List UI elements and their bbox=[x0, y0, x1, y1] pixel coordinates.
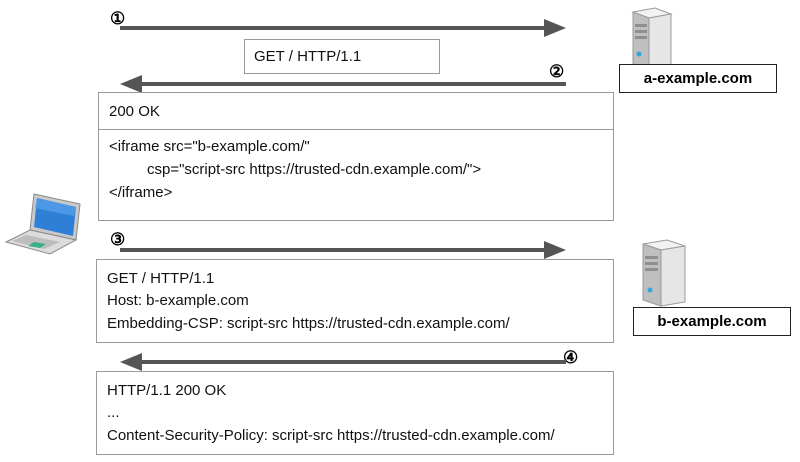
request-2-line-2: Host: b-example.com bbox=[107, 292, 249, 309]
server-icon bbox=[642, 239, 686, 307]
response-1-line-2: csp="script-src https://trusted-cdn.exam… bbox=[147, 161, 482, 178]
step-3-number: ③ bbox=[110, 230, 126, 249]
server-a-label: a-example.com bbox=[619, 64, 777, 93]
step-4-number: ④ bbox=[563, 348, 579, 367]
server-b-label: b-example.com bbox=[633, 307, 791, 336]
request-2-box: GET / HTTP/1.1 Host: b-example.com Embed… bbox=[96, 259, 614, 343]
response-1-box: 200 OK <iframe src="b-example.com/" csp=… bbox=[98, 92, 614, 221]
response-2-line-3: Content-Security-Policy: script-src http… bbox=[107, 427, 555, 444]
response-1-line-3: </iframe> bbox=[109, 184, 173, 201]
response-1-divider bbox=[99, 129, 613, 130]
arrow-step-2 bbox=[120, 75, 566, 93]
arrow-step-4 bbox=[120, 353, 566, 371]
request-1-box: GET / HTTP/1.1 bbox=[244, 39, 440, 74]
request-2-line-1: GET / HTTP/1.1 bbox=[107, 270, 215, 287]
response-1-status: 200 OK bbox=[109, 103, 160, 120]
arrow-step-3 bbox=[120, 241, 566, 259]
arrow-step-1 bbox=[120, 19, 566, 37]
response-2-line-2: ... bbox=[107, 404, 120, 421]
server-icon bbox=[631, 7, 673, 71]
laptop-icon bbox=[4, 193, 81, 255]
step-1-number: ① bbox=[110, 9, 126, 28]
request-2-line-3: Embedding-CSP: script-src https://truste… bbox=[107, 315, 510, 332]
request-1-text: GET / HTTP/1.1 bbox=[254, 48, 362, 65]
step-2-number: ② bbox=[549, 62, 565, 81]
response-1-line-1: <iframe src="b-example.com/" bbox=[109, 138, 310, 155]
response-2-line-1: HTTP/1.1 200 OK bbox=[107, 382, 227, 399]
response-2-box: HTTP/1.1 200 OK ... Content-Security-Pol… bbox=[96, 371, 614, 455]
